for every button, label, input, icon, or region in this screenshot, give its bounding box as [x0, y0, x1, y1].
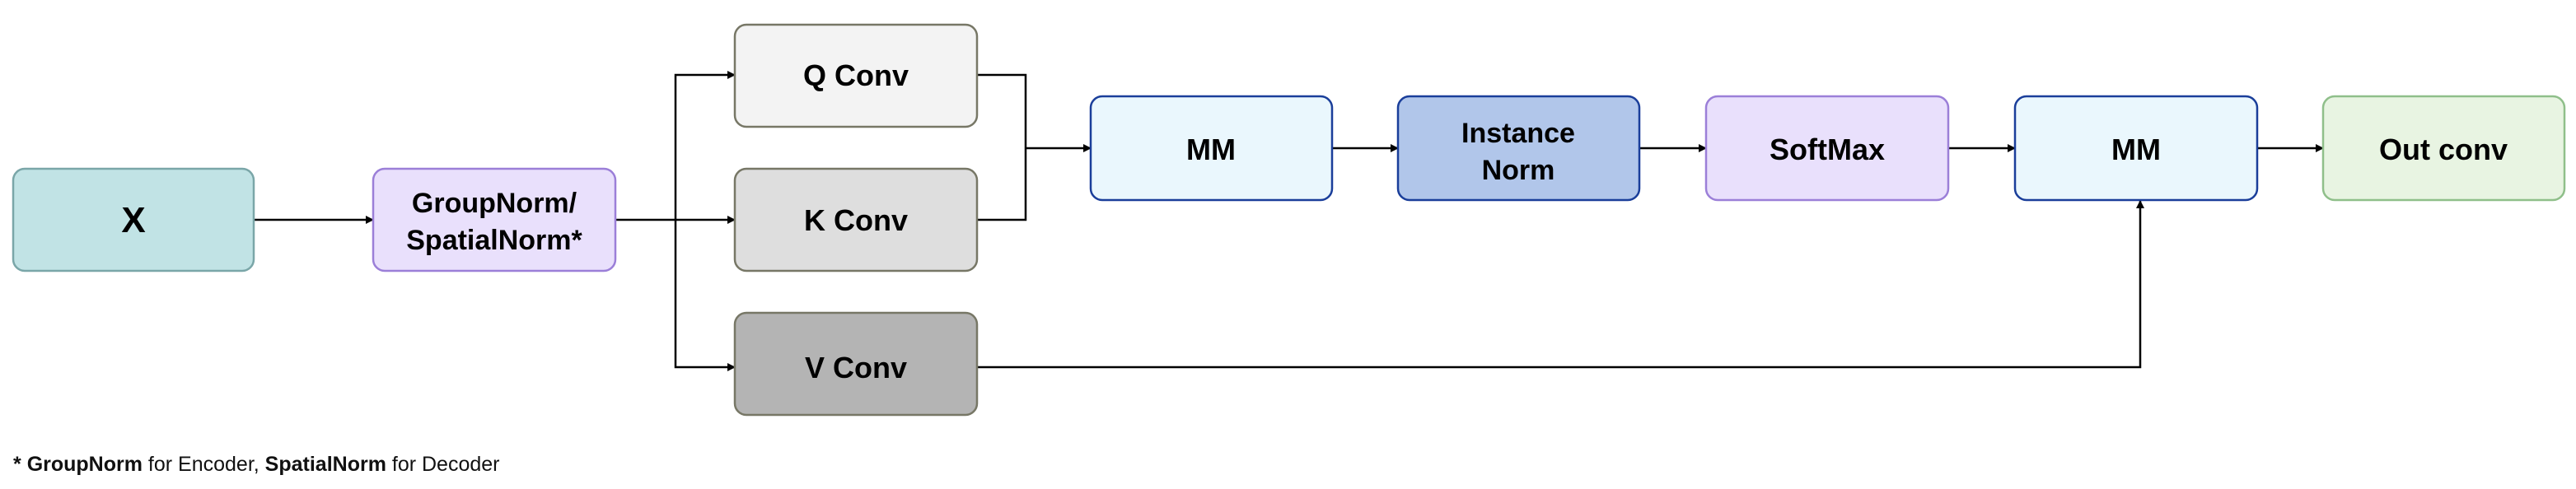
node-v-conv-label: V Conv [805, 351, 907, 384]
node-k-conv-label: K Conv [804, 203, 908, 237]
node-instance-norm-label-line1: Instance [1461, 118, 1575, 149]
node-x-label: X [121, 200, 145, 240]
node-mm-1-box [1089, 95, 1334, 202]
footnote-mid: for Encoder, [142, 453, 265, 476]
line-q-conv-out [977, 73, 1027, 221]
node-norm-label-line1: GroupNorm/ [412, 188, 577, 219]
footnote-term-spatialnorm: SpatialNorm [264, 453, 386, 476]
node-norm: GroupNorm/ SpatialNorm* [372, 167, 617, 272]
node-mm-1: MM [1089, 95, 1334, 202]
node-mm-2: MM [2013, 95, 2259, 202]
node-x: X [12, 167, 255, 272]
node-v-conv-box [733, 311, 979, 417]
node-q-conv-box [733, 23, 979, 128]
footnote-prefix: * [13, 453, 27, 476]
node-softmax-label: SoftMax [1770, 133, 1885, 166]
node-q-conv: Q Conv [733, 23, 979, 128]
node-v-conv: V Conv [733, 311, 979, 417]
node-instance-norm: Instance Norm [1396, 95, 1641, 202]
footnote: * GroupNorm for Encoder, SpatialNorm for… [13, 453, 500, 477]
node-mm-2-box [2013, 95, 2259, 202]
node-norm-label-line2: SpatialNorm* [406, 225, 582, 256]
footnote-term-groupnorm: GroupNorm [26, 453, 143, 476]
node-softmax-box [1704, 95, 1950, 202]
node-softmax: SoftMax [1704, 95, 1950, 202]
node-mm-1-label: MM [1186, 133, 1236, 166]
node-x-box [12, 167, 255, 272]
arrow-norm-to-v-conv [674, 220, 736, 371]
node-out-conv-label: Out conv [2379, 133, 2508, 166]
footnote-suffix: for Decoder [386, 453, 500, 476]
node-instance-norm-label-line2: Norm [1482, 155, 1555, 186]
node-k-conv: K Conv [733, 167, 979, 272]
node-instance-norm-box [1396, 95, 1641, 202]
node-out-conv-box [2321, 95, 2566, 202]
arrow-norm-to-q-conv [674, 71, 736, 220]
node-out-conv: Out conv [2321, 95, 2566, 202]
arrow-v-conv-to-mm2 [977, 200, 2144, 369]
node-q-conv-label: Q Conv [803, 58, 909, 92]
node-norm-box [372, 167, 617, 272]
node-k-conv-box [733, 167, 979, 272]
node-mm-2-label: MM [2111, 133, 2161, 166]
connectors [254, 71, 2324, 371]
